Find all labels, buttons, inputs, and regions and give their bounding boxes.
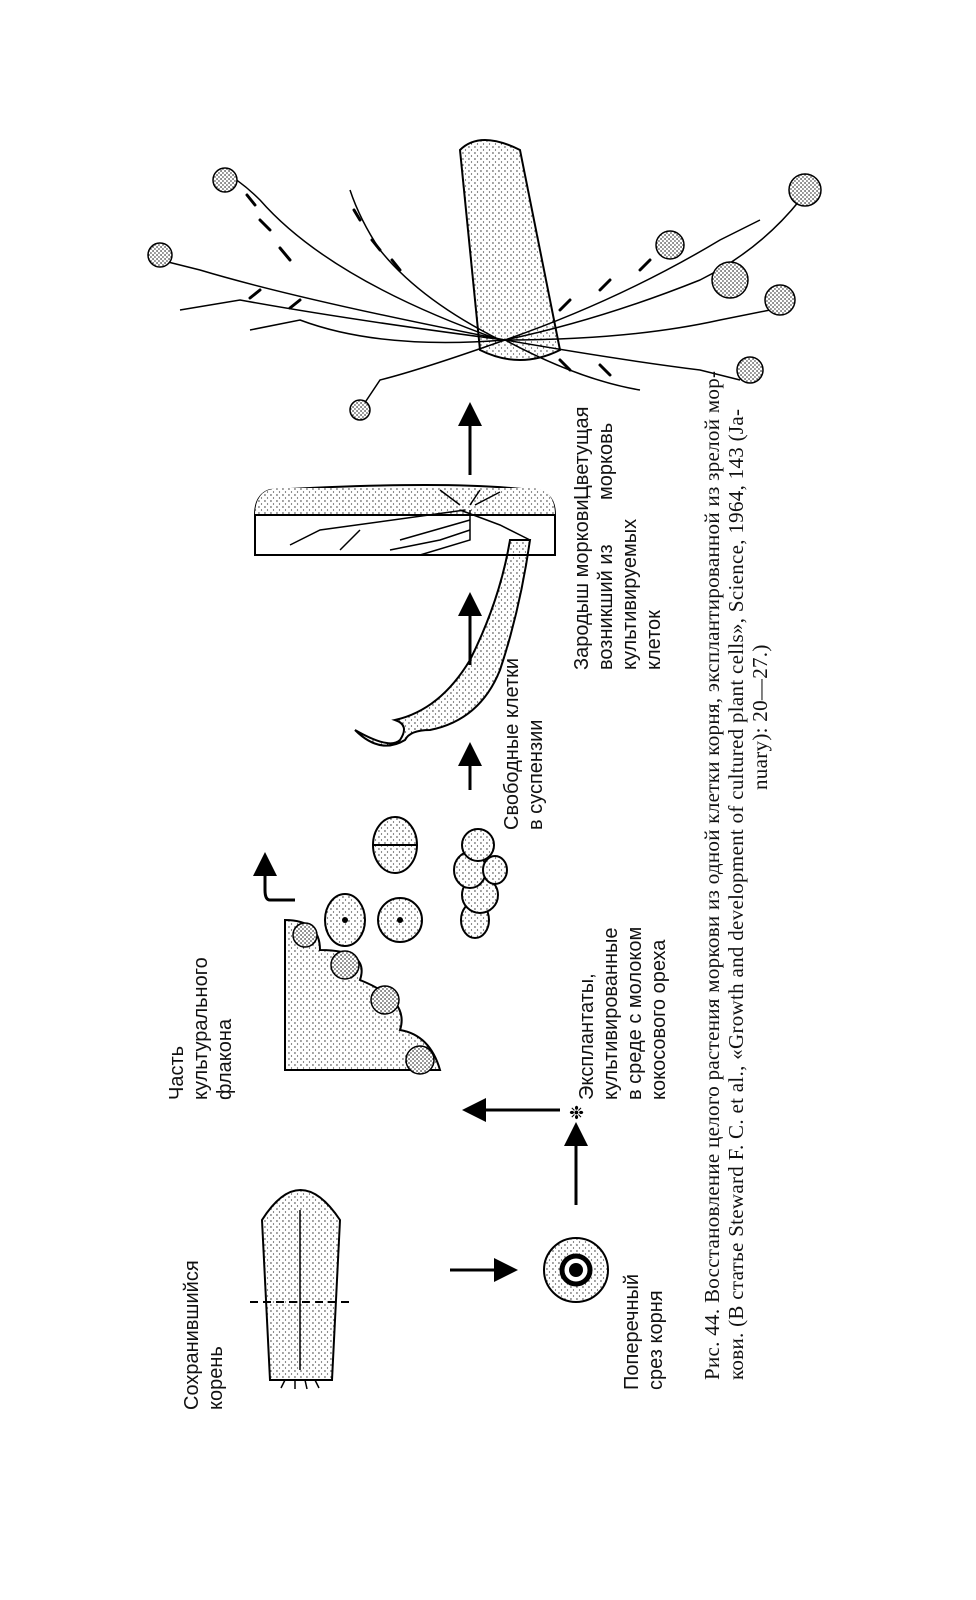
- label-flowering-carrot: Цветущая морковь: [571, 406, 617, 500]
- label-flask-part: Часть культурального флакона: [166, 957, 236, 1100]
- caption-line-1: Рис. 44. Восстановление целого растения …: [700, 370, 724, 1380]
- embryo-drawing: [354, 539, 532, 747]
- flask-drawing: [284, 918, 442, 1075]
- root-drawing: [250, 1189, 350, 1390]
- caption-line-3: nuary): 20—27.): [748, 644, 772, 790]
- explant-pieces-icon: ❉: [567, 1105, 588, 1120]
- test-tube-drawing: [254, 484, 556, 556]
- caption-line-2: кови. (В статье Steward F. C. et al., «G…: [724, 408, 748, 1380]
- label-free-cells: Свободные клетки в суспензии: [501, 657, 547, 830]
- arrow-flask-to-cells: [253, 852, 295, 902]
- figure-caption: Рис. 44. Восстановление целого растения …: [700, 80, 772, 1380]
- label-explants: Эксплантаты, культивированные в среде с …: [576, 926, 670, 1100]
- cross-section-drawing: [543, 1237, 609, 1303]
- flowering-carrot-drawing: [147, 139, 822, 421]
- label-root: Сохранившийся корень: [181, 1260, 227, 1410]
- label-cross-section: Поперечный срез корня: [621, 1273, 667, 1390]
- free-cells-drawing: [324, 816, 508, 947]
